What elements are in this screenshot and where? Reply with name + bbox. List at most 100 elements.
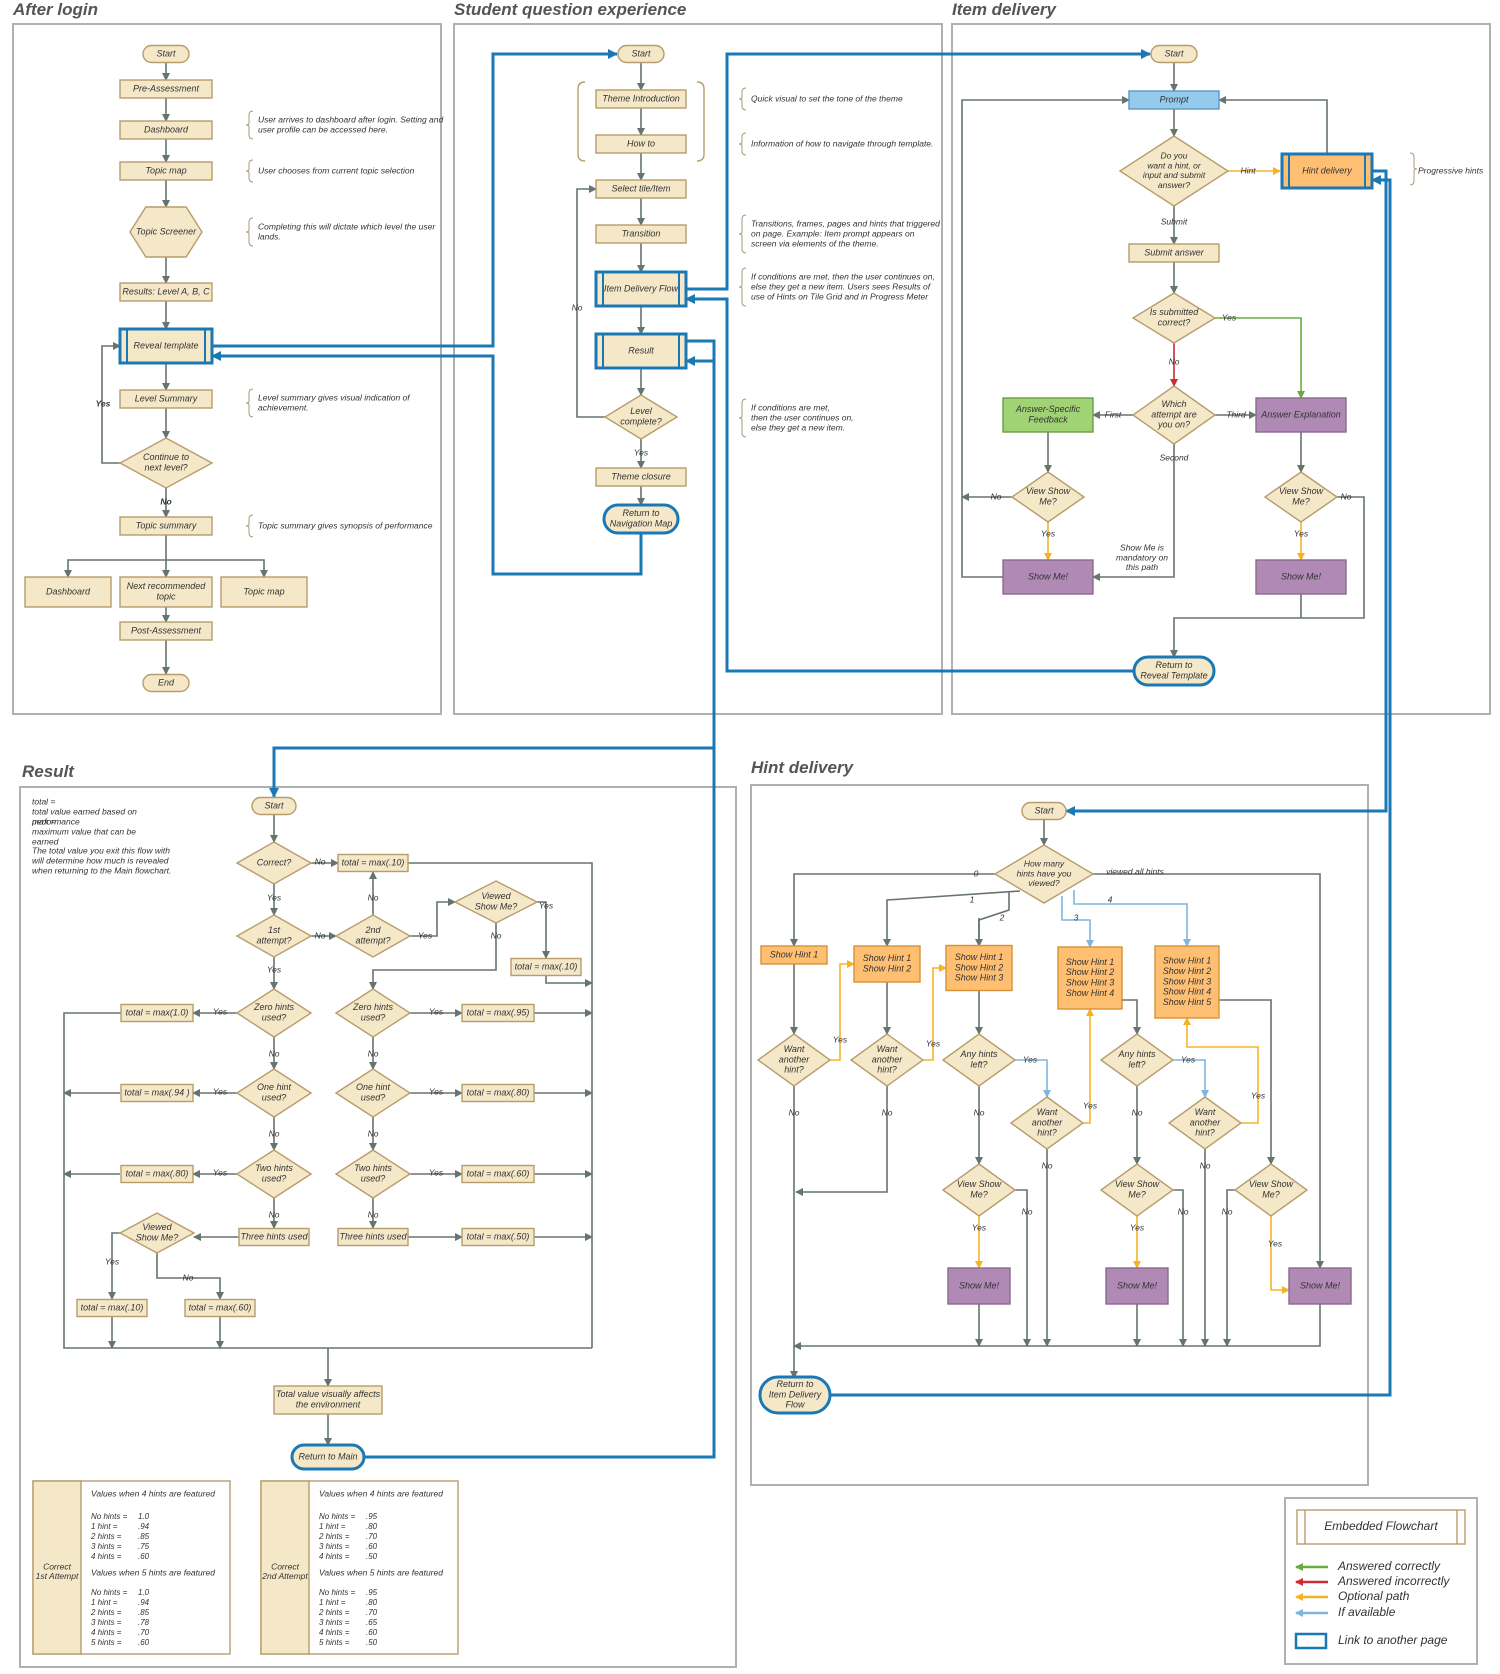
legend-answered-correctly-label-line: Answered correctly [1337, 1559, 1441, 1573]
how-to-box-label: How to [627, 138, 655, 148]
link-nav-map-to-reveal [211, 351, 643, 576]
hint-edge-label: Hint [1240, 165, 1256, 175]
connector [1173, 1189, 1187, 1347]
pre-assessment-box [119, 79, 213, 99]
id-yes-right-label-line: Yes [1294, 528, 1309, 538]
which-attempt-diamond-label-line: you on? [1157, 420, 1190, 430]
three-hints-2nd-box-label: Three hints used [339, 1231, 407, 1241]
note-howto-line: Information of how to navigate through t… [751, 138, 933, 148]
results-box-label: Results: Level A, B, C [122, 286, 210, 296]
r-yes-label-line: Yes [418, 930, 433, 940]
topic-screener-hexagon-label: Topic Screener [136, 226, 197, 236]
note-brace [738, 87, 747, 111]
values-table-2nd-row-value: .60 [366, 1628, 378, 1637]
view-show-me-left-diamond-label-line: Me? [1039, 497, 1057, 507]
values-table-1st-row-label-line: 2 hints = [90, 1532, 122, 1541]
values-table-1st-row-value: .75 [138, 1542, 150, 1551]
note-level-summary: Level summary gives visual indication of… [258, 392, 411, 412]
r-no-label-line: No [269, 1048, 280, 1058]
hd-no-label-line: No [1178, 1206, 1189, 1216]
want-another-2-diamond [849, 1033, 925, 1087]
values-table-2nd-row-value: .60 [366, 1542, 378, 1551]
note-dashboard-line: user profile can be accessed here. [258, 124, 388, 134]
values-table-2nd-side-label-line: 2nd Attempt [261, 1571, 308, 1581]
hd-yes-label-line: Yes [1083, 1100, 1098, 1110]
values-table-2nd-row-label-line: No hints = [319, 1588, 356, 1597]
hd-yes-label-line: Yes [833, 1034, 848, 1044]
view-show-me-5-diamond [1233, 1163, 1309, 1217]
return-nav-map-pill[interactable] [602, 503, 680, 535]
values-table-2nd-row-value: .70 [366, 1532, 378, 1541]
id-yes-label: Yes [1222, 312, 1237, 322]
values-table-1st-row-value-line: .60 [138, 1638, 150, 1647]
hd-no-label: No [1178, 1206, 1189, 1216]
reveal-template-embedded[interactable] [118, 327, 214, 365]
zero-hints-1st-diamond [235, 988, 313, 1038]
total-010-box [337, 853, 409, 873]
connector [1122, 999, 1141, 1035]
dashboard-end-box [24, 576, 112, 608]
view-show-me-left-diamond [1010, 471, 1086, 523]
note-theme: Quick visual to set the tone of the them… [751, 93, 903, 103]
two-hints-2nd-diamond [334, 1149, 412, 1199]
total-010-c-box-label: total = max(.10) [81, 1302, 144, 1312]
values-table-2nd-row-label-line: 5 hints = [319, 1638, 350, 1647]
return-reveal-pill-label-line: Return to [1155, 660, 1192, 670]
values-table-1st-row-label-line: 4 hints = [91, 1552, 122, 1561]
return-main-pill[interactable] [290, 1443, 366, 1471]
which-attempt-diamond [1131, 385, 1217, 445]
item-delivery-flow-embedded[interactable] [594, 270, 688, 308]
progressive-hints-note: Progressive hints [1418, 165, 1484, 175]
r-yes-label-line: Yes [213, 1006, 228, 1016]
values-table-1st-row-value-line: .78 [138, 1618, 150, 1627]
is-correct-diamond-label-line: Is submitted [1150, 307, 1200, 317]
sq-no-label: No [572, 302, 583, 312]
values-table-2nd-row-value-line: .80 [366, 1598, 378, 1607]
dashboard-box-label: Dashboard [144, 124, 189, 134]
connector [790, 873, 995, 947]
return-reveal-pill-label-line: Reveal Template [1140, 671, 1207, 681]
values-table-2nd-row-label-line: 4 hints = [319, 1628, 350, 1637]
want-another-3-diamond-label-line: hint? [1037, 1128, 1057, 1138]
topic-summary-box [119, 516, 213, 536]
values-table-2nd-row-label-line: No hints = [319, 1512, 356, 1521]
viewed-show-me-left-diamond [118, 1212, 196, 1254]
note-transition-line: screen via elements of the theme. [751, 238, 879, 248]
dashboard-end-box-label: Dashboard [46, 586, 91, 596]
two-hints-1st-diamond-label-line: Two hints [255, 1163, 293, 1173]
values-table-2nd-row-label: 3 hints = [319, 1618, 350, 1627]
hint-delivery-embedded[interactable] [1280, 152, 1374, 190]
connector [1093, 873, 1324, 1269]
end-terminal-label-line: End [158, 677, 175, 687]
total-010-c-box [76, 1298, 148, 1318]
answer-feedback-box-label-line: Feedback [1028, 415, 1068, 425]
legend-embedded-sample [1296, 1509, 1466, 1545]
r-no-label: No [491, 930, 502, 940]
submit-answer-box-label-line: Submit answer [1144, 247, 1205, 257]
return-idf-pill[interactable] [758, 1375, 832, 1415]
count-4-label: 4 [1108, 894, 1113, 904]
id-start-terminal [1150, 44, 1198, 64]
answer-explanation-box-label: Answer Explanation [1260, 409, 1341, 419]
values-table-2nd-heading-5-line: Values when 5 hints are featured [319, 1567, 443, 1577]
third-edge-label-line: Third [1226, 409, 1246, 419]
total-80-a-box-label-line: total = max(.80) [126, 1168, 189, 1178]
note-screener-line: Completing this will dictate which level… [258, 221, 436, 231]
values-table-1st-row-label: 3 hints = [91, 1618, 122, 1627]
dashboard-box-label-line: Dashboard [144, 124, 189, 134]
values-table-1st-row-label: No hints = [91, 1512, 128, 1521]
return-reveal-pill[interactable] [1132, 655, 1216, 687]
zero-hints-2nd-diamond-label-line: used? [361, 1013, 386, 1023]
values-table-1st-heading-5: Values when 5 hints are featured [91, 1567, 215, 1577]
answer-feedback-box [1002, 397, 1094, 433]
result-embedded[interactable] [594, 332, 688, 370]
note-brace [738, 214, 747, 254]
show-hint-1-box-label: Show Hint 1 [770, 949, 819, 959]
note-brace [245, 514, 254, 538]
